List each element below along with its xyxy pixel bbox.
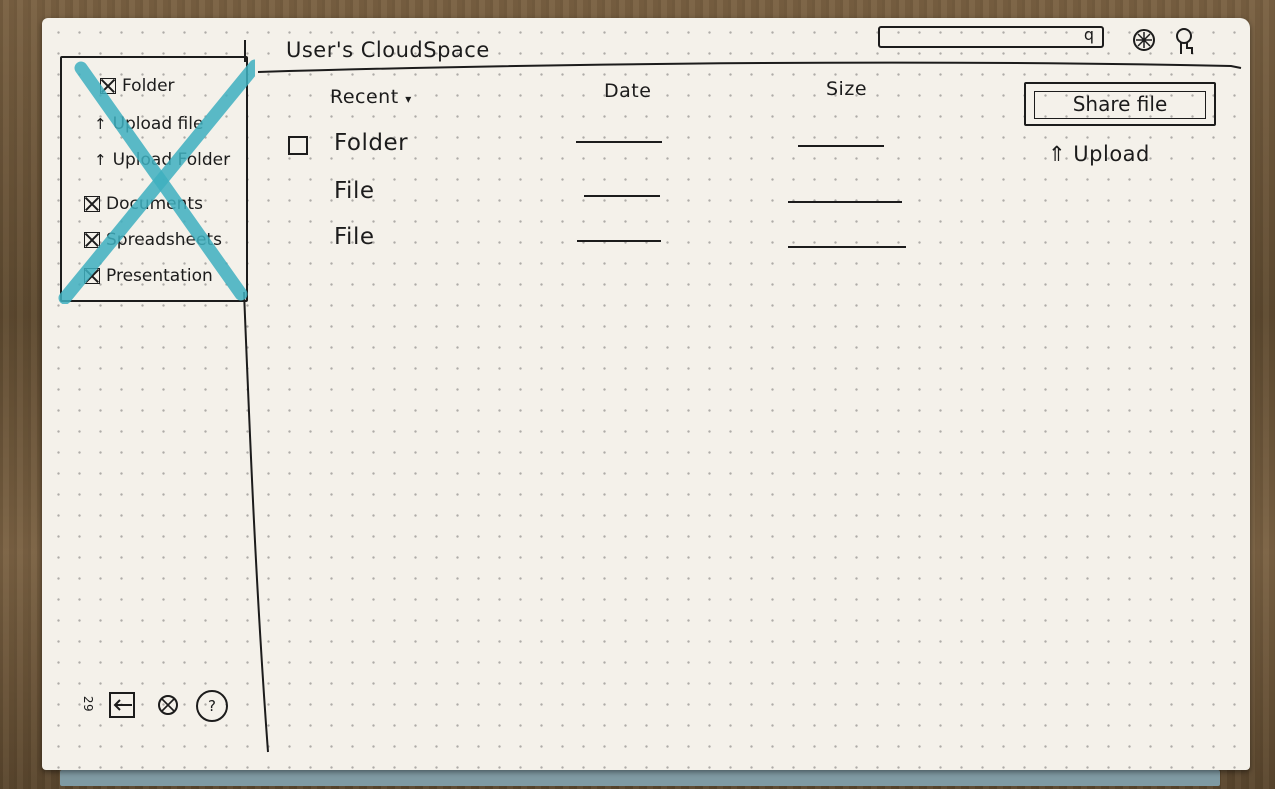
logout-icon[interactable] [106,690,140,720]
page-number: 29 [81,695,96,713]
sidebar-item-documents[interactable]: Documents [84,194,203,214]
share-button-inner-border [1034,91,1206,119]
sidebar-item-label: Presentation [106,266,213,286]
documents-icon [84,196,100,212]
gear-icon[interactable] [1130,26,1158,54]
settings-icon[interactable] [155,692,181,718]
header-underline [257,61,1242,73]
sidebar-item-presentation[interactable]: Presentation [84,266,213,286]
arrow-up-icon: ↑ [94,151,107,169]
sidebar-top-divider [244,40,246,62]
table-row-name[interactable]: File [334,178,375,204]
upload-arrow-icon: ⇑ [1048,142,1067,166]
column-header-recent[interactable]: Recent ▾ [330,86,412,108]
sidebar-item-upload-file[interactable]: ↑ Upload file [94,114,203,134]
spreadsheets-icon [84,232,100,248]
presentation-icon [84,268,100,284]
column-header-size[interactable]: Size [826,78,868,100]
column-header-date[interactable]: Date [604,80,652,102]
sidebar-item-label: Spreadsheets [106,230,222,250]
search-icon[interactable]: q [1083,25,1094,44]
sidebar-item-folder[interactable]: Folder [100,76,175,96]
table-row-date [577,240,661,242]
sidebar-menu: Folder ↑ Upload file ↑ Upload Folder Doc… [60,56,248,302]
sidebar-item-upload-folder[interactable]: ↑ Upload Folder [94,150,230,170]
sidebar-item-label: Folder [122,76,175,96]
table-row-size [788,201,902,203]
table-row-name[interactable]: File [334,224,375,250]
sidebar-item-label: Upload Folder [112,150,231,170]
arrow-up-icon: ↑ [94,115,107,133]
folder-icon [288,136,308,155]
upload-label: Upload [1073,142,1150,166]
app-title: User's CloudSpace [286,38,490,62]
folder-icon [100,78,116,94]
sidebar-item-label: Upload file [112,114,204,134]
sort-down-icon[interactable]: ▾ [405,92,412,106]
help-icon[interactable]: ? [196,690,228,722]
share-button-label: Share file [1072,92,1168,116]
sidebar-divider [243,291,269,753]
notebook-spine [60,770,1220,786]
share-file-button[interactable]: Share file [1024,82,1216,126]
upload-button[interactable]: ⇑ Upload [1048,142,1150,166]
table-row-name[interactable]: Folder [334,130,409,156]
table-row-date [576,141,662,143]
column-header-label: Recent [330,86,399,108]
sidebar-item-label: Documents [106,194,203,214]
sidebar-item-spreadsheets[interactable]: Spreadsheets [84,230,222,250]
search-input[interactable]: q [878,25,1104,48]
table-row-size [788,246,906,248]
table-row-date [584,195,660,197]
user-icon[interactable] [1172,26,1202,56]
table-row-size [798,145,884,147]
